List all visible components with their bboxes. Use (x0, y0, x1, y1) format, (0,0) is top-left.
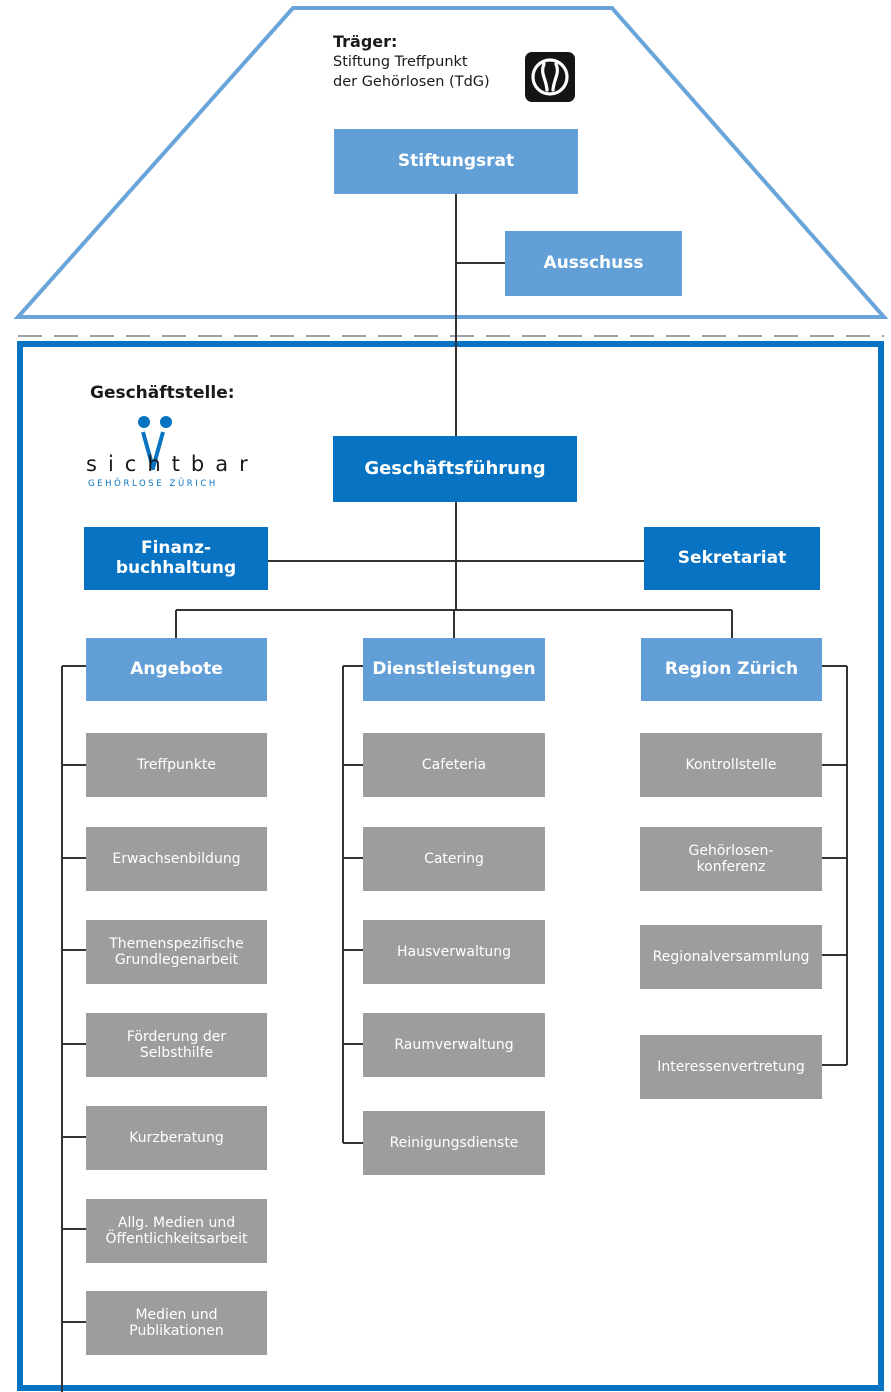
item-line: Öffentlichkeitsarbeit (105, 1231, 248, 1247)
logo-tagline: GEHÖRLOSE ZÜRICH (88, 479, 218, 489)
roof-outline (13, 6, 889, 319)
item-line: Grundlegenarbeit (114, 952, 239, 968)
item-line: Publikationen (129, 1323, 224, 1339)
angebote-item: Medien und Publikationen (86, 1291, 267, 1355)
logo-wordmark: sichtbar (86, 452, 259, 476)
finanz-line1: Finanz- (140, 537, 212, 558)
item-line: Gehörlosen- (688, 842, 774, 859)
dienstleistungen-item: Hausverwaltung (363, 920, 545, 984)
dienstleistungen-item: Cafeteria (363, 733, 545, 797)
item-line: Treffpunkte (136, 756, 217, 773)
item-line: Themenspezifische (109, 935, 244, 952)
dienstleistungen-item: Raumverwaltung (363, 1013, 545, 1077)
geschaeftsfuehrung-box: Geschäftsführung (333, 436, 577, 502)
geschaeftsstelle-label: Geschäftstelle: (90, 383, 235, 403)
region-item: Regionalversammlung (640, 925, 822, 989)
ausschuss-box: Ausschuss (505, 231, 682, 296)
logo-dot-right (160, 416, 172, 428)
region-item: Interessenvertretung (640, 1035, 822, 1099)
item-line: Selbsthilfe (139, 1045, 214, 1061)
finanzbuchhaltung-box: Finanz- buchhaltung (84, 527, 268, 590)
angebote-header: Angebote (86, 638, 267, 701)
item-line: Medien und (135, 1306, 218, 1323)
logo-v-mark (141, 431, 165, 470)
angebote-item: Allg. Medien und Öffentlichkeitsarbeit (86, 1199, 267, 1263)
logo-dot-left (138, 416, 150, 428)
region-item: Kontrollstelle (640, 733, 822, 797)
dienstleistungen-header: Dienstleistungen (363, 638, 545, 701)
stiftungsrat-box: Stiftungsrat (334, 129, 578, 194)
angebote-item: Treffpunkte (86, 733, 267, 797)
angebote-item: Erwachsenbildung (86, 827, 267, 891)
angebote-item: Kurzberatung (86, 1106, 267, 1170)
traeger-name: Stiftung Treffpunkt der Gehörlosen (TdG) (333, 52, 490, 92)
item-line: Allg. Medien und (117, 1214, 236, 1231)
item-line: Erwachsenbildung (112, 850, 241, 867)
traeger-title: Träger: (333, 32, 398, 51)
item-line: Förderung der (126, 1028, 227, 1045)
traeger-name-line2: der Gehörlosen (TdG) (333, 74, 490, 90)
house-frame (17, 341, 884, 1391)
dienstleistungen-item: Catering (363, 827, 545, 891)
dienstleistungen-item: Reinigungsdienste (363, 1111, 545, 1175)
angebote-item: Förderung der Selbsthilfe (86, 1013, 267, 1077)
region-header: Region Zürich (641, 638, 822, 701)
sekretariat-box: Sekretariat (644, 527, 820, 590)
traeger-name-line1: Stiftung Treffpunkt (333, 54, 468, 70)
angebote-item: Themenspezifische Grundlegenarbeit (86, 920, 267, 984)
label-area-cover (23, 357, 323, 497)
region-item: Gehörlosen- konferenz (640, 827, 822, 891)
finanz-line2: buchhaltung (115, 557, 237, 578)
item-line: konferenz (696, 859, 766, 875)
tdg-logo-icon (525, 52, 575, 102)
item-line: Kurzberatung (129, 1129, 224, 1146)
